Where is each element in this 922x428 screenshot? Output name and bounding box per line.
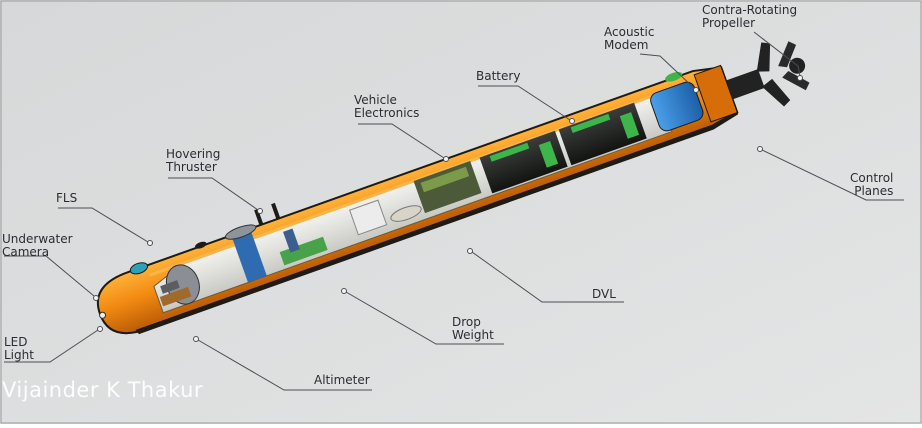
- leader-thruster: [168, 177, 259, 211]
- fls-sensor: [129, 262, 149, 275]
- hull-belly: [135, 110, 739, 335]
- label-battery: Battery: [476, 69, 521, 83]
- label-vehicle-electronics: Vehicle Electronics: [354, 93, 420, 120]
- dot-drop: [341, 288, 347, 294]
- propeller-shaft: [725, 69, 765, 100]
- led-light: [99, 311, 107, 319]
- dot-electronics: [443, 156, 449, 162]
- auv-vehicle: [96, 41, 810, 335]
- camera-housing: [159, 286, 192, 307]
- leader-camera: [4, 255, 95, 297]
- camera-lens-block: [160, 280, 180, 294]
- dot-camera: [93, 295, 99, 301]
- thruster-tube: [231, 228, 267, 283]
- label-drop-weight: Drop Weight: [452, 315, 494, 342]
- label-led-light: LED Light: [4, 335, 34, 362]
- watermark: Vijainder K Thakur: [2, 378, 204, 402]
- label-underwater-camera: Underwater Camera: [2, 232, 73, 259]
- label-hovering-thruster: Hovering Thruster: [166, 147, 221, 174]
- mast-1: [254, 208, 264, 226]
- electronics-box: [349, 199, 388, 236]
- dot-altimeter: [193, 336, 199, 342]
- propeller-blades-rear: [778, 41, 810, 91]
- acoustic-modem: [665, 71, 683, 82]
- dvl-unit: [390, 205, 422, 222]
- leader-dots: [93, 75, 803, 342]
- leader-fls: [58, 207, 149, 243]
- drop-weight-block: [279, 236, 328, 266]
- dot-thruster: [257, 208, 263, 214]
- battery-cells-2: [538, 141, 559, 168]
- leader-led: [4, 329, 99, 363]
- dot-control: [757, 146, 763, 152]
- leader-lines: [4, 31, 904, 391]
- leader-electronics: [358, 123, 445, 159]
- battery-cells-1: [489, 142, 530, 162]
- leader-altimeter: [197, 339, 372, 391]
- propeller-blades-front: [756, 42, 791, 107]
- dot-battery: [569, 118, 575, 124]
- battery-cells-4: [619, 112, 640, 139]
- label-altimeter: Altimeter: [314, 373, 370, 387]
- dot-propeller: [797, 75, 803, 81]
- dot-led: [97, 326, 103, 332]
- mast-2: [271, 202, 281, 220]
- thruster-top-port: [195, 241, 207, 249]
- electronics-board: [420, 166, 470, 193]
- label-dvl: DVL: [592, 287, 616, 301]
- thruster-port: [224, 224, 257, 240]
- drop-weight-mount: [283, 228, 300, 253]
- battery-cells-3: [570, 113, 611, 133]
- dot-modem: [693, 87, 699, 93]
- leader-dvl: [471, 251, 624, 303]
- leader-drop: [345, 291, 504, 345]
- label-control-planes: Control Planes: [850, 171, 894, 198]
- tail-motor: [650, 81, 704, 132]
- label-acoustic-modem: Acoustic Modem: [604, 25, 655, 52]
- label-propeller: Contra-Rotating Propeller: [702, 3, 798, 30]
- leader-propeller: [753, 31, 801, 77]
- leader-modem: [639, 53, 695, 89]
- dot-fls: [147, 240, 153, 246]
- leader-battery: [478, 85, 571, 121]
- label-fls: FLS: [56, 191, 78, 205]
- leader-control: [761, 149, 904, 201]
- dot-dvl: [467, 248, 473, 254]
